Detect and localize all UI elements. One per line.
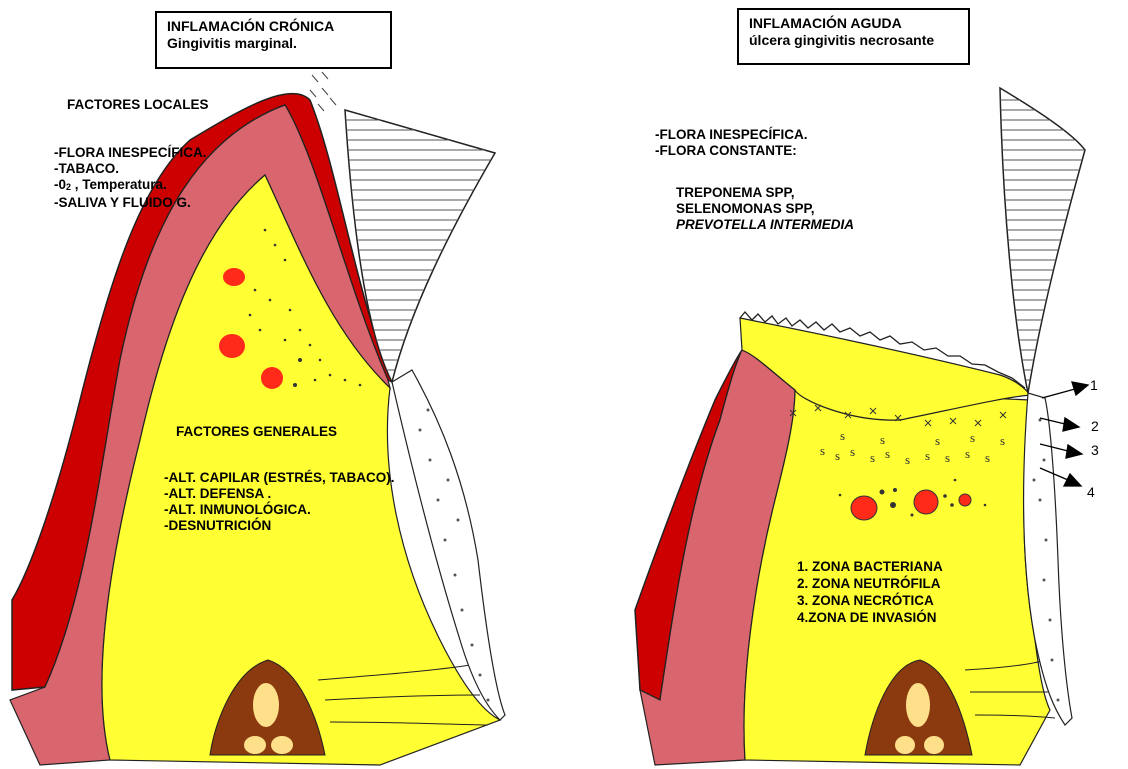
svg-text:s: s — [925, 448, 930, 463]
local-factors-heading: FACTORES LOCALES — [67, 97, 209, 113]
zone-item: 3. ZONA NECRÓTICA — [797, 592, 943, 609]
local-factor-item: -02 , Temperatura. — [54, 177, 207, 195]
svg-text:s: s — [965, 446, 970, 461]
svg-text:s: s — [945, 450, 950, 465]
arrow-number: 1 — [1090, 377, 1098, 393]
left-bone-marrow — [271, 736, 293, 754]
right-capillary — [959, 494, 971, 506]
right-title-line1: INFLAMACIÓN AGUDA — [749, 15, 958, 32]
svg-text:s: s — [820, 443, 825, 458]
left-title-box: INFLAMACIÓN CRÓNICA Gingivitis marginal. — [155, 11, 392, 69]
flora-item: -FLORA INESPECÍFICA. — [655, 127, 808, 143]
flora-list: -FLORA INESPECÍFICA. -FLORA CONSTANTE: — [655, 127, 808, 159]
zones-legend: 1. ZONA BACTERIANA 2. ZONA NEUTRÓFILA 3.… — [797, 558, 943, 626]
svg-text:s: s — [850, 444, 855, 459]
zone-item: 4.ZONA DE INVASIÓN — [797, 609, 943, 626]
svg-text:s: s — [880, 432, 885, 447]
flora-item: -FLORA CONSTANTE: — [655, 143, 808, 159]
right-title-line2: úlcera gingivitis necrosante — [749, 32, 958, 49]
svg-text:s: s — [905, 452, 910, 467]
right-capillary — [914, 490, 938, 514]
local-factor-item: -FLORA INESPECÍFICA. — [54, 145, 207, 161]
species-item: TREPONEMA SPP, — [676, 185, 854, 201]
general-factors-list: -ALT. CAPILAR (ESTRÉS, TABACO). -ALT. DE… — [164, 470, 395, 534]
species-list: TREPONEMA SPP, SELENOMONAS SPP, PREVOTEL… — [676, 185, 854, 233]
local-factor-item: -TABACO. — [54, 161, 207, 177]
o2-suffix: , Temperatura. — [71, 177, 167, 192]
left-title-line1: INFLAMACIÓN CRÓNICA — [167, 18, 380, 35]
svg-text:s: s — [840, 428, 845, 443]
left-title-line2: Gingivitis marginal. — [167, 35, 380, 52]
species-item-italic: PREVOTELLA INTERMEDIA — [676, 217, 854, 233]
general-factors-heading: FACTORES GENERALES — [176, 424, 337, 440]
left-plaque-marks — [310, 72, 336, 111]
zone-item: 1. ZONA BACTERIANA — [797, 558, 943, 575]
svg-text:s: s — [935, 433, 940, 448]
general-factor-item: -ALT. INMUNOLÓGICA. — [164, 502, 395, 518]
arrow-number: 3 — [1091, 442, 1099, 458]
svg-text:s: s — [970, 430, 975, 445]
arrow-number: 2 — [1091, 418, 1099, 434]
right-bone-marrow — [895, 736, 915, 754]
local-factors-list: -FLORA INESPECÍFICA. -TABACO. -02 , Temp… — [54, 145, 207, 211]
left-bone-marrow — [244, 736, 266, 754]
zone-item: 2. ZONA NEUTRÓFILA — [797, 575, 943, 592]
arrow-number: 4 — [1087, 484, 1095, 500]
left-bone-marrow — [253, 683, 279, 727]
svg-text:s: s — [985, 450, 990, 465]
left-capillary — [223, 268, 245, 286]
right-bone-marrow — [906, 683, 930, 727]
svg-text:s: s — [870, 450, 875, 465]
svg-text:s: s — [885, 446, 890, 461]
left-capillary — [261, 367, 283, 389]
right-title-box: INFLAMACIÓN AGUDA úlcera gingivitis necr… — [737, 8, 970, 65]
general-factor-item: -DESNUTRICIÓN — [164, 518, 395, 534]
o2-prefix: -0 — [54, 177, 66, 192]
general-factor-item: -ALT. DEFENSA . — [164, 486, 395, 502]
svg-text:s: s — [1000, 433, 1005, 448]
left-capillary — [219, 334, 245, 358]
species-item: SELENOMONAS SPP, — [676, 201, 854, 217]
right-capillary — [851, 496, 877, 520]
svg-text:s: s — [835, 448, 840, 463]
local-factor-item: -SALIVA Y FLUIDO G. — [54, 195, 207, 211]
general-factor-item: -ALT. CAPILAR (ESTRÉS, TABACO). — [164, 470, 395, 486]
right-bone-marrow — [924, 736, 944, 754]
